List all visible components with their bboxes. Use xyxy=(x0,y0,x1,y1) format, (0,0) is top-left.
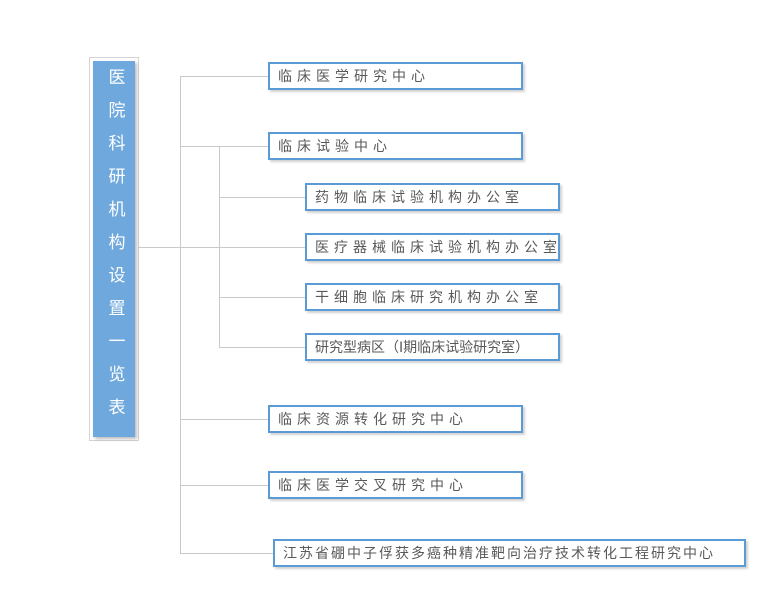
connector-branch-node-2 xyxy=(180,146,268,147)
org-node-clinical-medicine-research-center: 临床医学研究中心 xyxy=(268,62,523,90)
org-node-label: 临床试验中心 xyxy=(278,139,392,155)
org-node-jiangsu-bnct-engineering-center: 江苏省硼中子俘获多癌种精准靶向治疗技术转化工程研究中心 xyxy=(273,539,746,567)
org-node-stem-cell-research-office: 干细胞临床研究机构办公室 xyxy=(305,283,560,311)
org-node-label: 临床医学交叉研究中心 xyxy=(278,478,468,494)
org-node-label: 临床医学研究中心 xyxy=(278,69,430,85)
root-title: 医院科研机构设置一览表 xyxy=(104,67,125,431)
org-node-label: 干细胞临床研究机构办公室 xyxy=(315,290,543,306)
org-node-clinical-resource-transformation-center: 临床资源转化研究中心 xyxy=(268,405,523,433)
org-node-research-ward-phase1: 研究型病区（Ⅰ期临床试验研究室） xyxy=(305,333,560,361)
connector-branch-node-7 xyxy=(180,419,268,420)
connector-branch-node-5 xyxy=(219,297,305,298)
connector-branch-node-8 xyxy=(180,485,268,486)
org-node-medical-device-trial-office: 医疗器械临床试验机构办公室 xyxy=(305,233,560,261)
root-title-box: 医院科研机构设置一览表 xyxy=(93,61,135,437)
org-node-label: 医疗器械临床试验机构办公室 xyxy=(315,240,560,256)
org-node-label: 临床资源转化研究中心 xyxy=(278,412,468,428)
org-node-clinical-trial-center: 临床试验中心 xyxy=(268,132,523,160)
org-node-drug-trial-office: 药物临床试验机构办公室 xyxy=(305,183,560,211)
connector-root-and-node-4 xyxy=(138,247,305,248)
connector-branch-node-1 xyxy=(180,76,268,77)
connector-branch-node-6 xyxy=(219,347,305,348)
org-node-label: 研究型病区（Ⅰ期临床试验研究室） xyxy=(315,340,530,356)
connector-branch-node-3 xyxy=(219,197,305,198)
connector-branch-node-9 xyxy=(180,553,273,554)
org-node-clinical-interdisciplinary-center: 临床医学交叉研究中心 xyxy=(268,471,523,499)
org-node-label: 药物临床试验机构办公室 xyxy=(315,190,524,206)
connector-main-trunk xyxy=(180,76,181,554)
org-node-label: 江苏省硼中子俘获多癌种精准靶向治疗技术转化工程研究中心 xyxy=(283,546,715,562)
